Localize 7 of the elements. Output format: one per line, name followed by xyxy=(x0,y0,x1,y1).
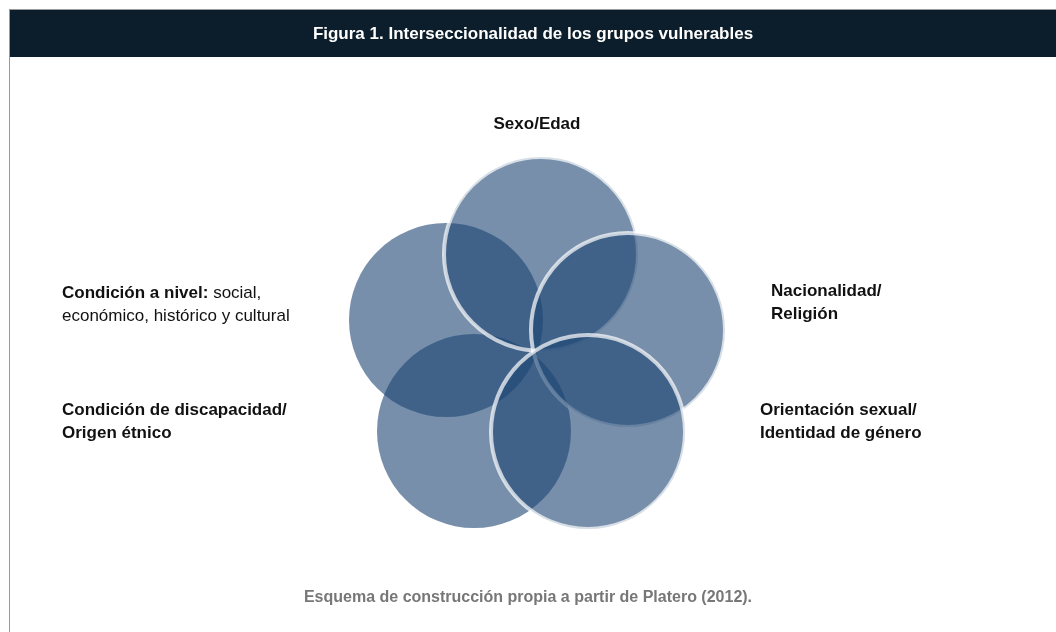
circle-label: Sexo/Edad xyxy=(492,113,582,135)
circle-label: Condición a nivel: social, económico, histórico y cultural xyxy=(62,282,291,327)
caption: Esquema de construcción propia a partir de Platero (2012). xyxy=(302,588,754,606)
circle-label: Condición de discapacidad/ Origen étnico xyxy=(62,399,288,444)
circle-label: Orientación sexual/ Identidad de género xyxy=(760,399,923,444)
title-bar: Figura 1. Interseccionalidad de los grupos vulnerables xyxy=(10,10,1056,57)
circle-label: Nacionalidad/ Religión xyxy=(771,280,883,325)
